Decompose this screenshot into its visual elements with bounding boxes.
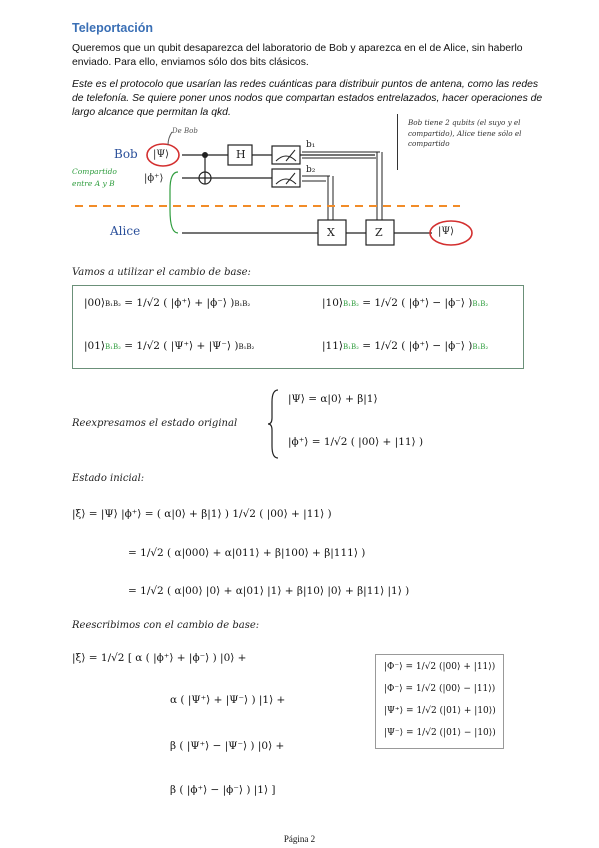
- de-bob-label: De Bob: [172, 127, 198, 135]
- shared-label: Compartido entre A y B: [72, 167, 117, 188]
- reexpress-eq-1-rhs: = α|0⟩ + β|1⟩: [308, 393, 378, 405]
- basis-eq-3-rhs-sub: B₁B₂: [238, 343, 255, 351]
- section-rewrite: Reescribimos con el cambio de base:: [72, 620, 260, 631]
- initial-eq-3: = 1/√2 ( α|00⟩ |0⟩ + α|01⟩ |1⟩ + β|10⟩ |…: [128, 585, 410, 597]
- bob-label: Bob: [114, 147, 138, 161]
- basis-eq-4: |11⟩B₁B₂ = 1/√2 ( |ϕ⁺⟩ − |ϕ⁻⟩ )B₁B₂: [322, 340, 488, 352]
- basis-eq-2-rhs: = 1/√2 ( |ϕ⁺⟩ − |ϕ⁻⟩ ): [362, 297, 473, 309]
- h-gate-label: H: [236, 148, 246, 161]
- bell-state-3: |Ψ⁺⟩ = 1/√2 (|01⟩ + |10⟩): [384, 706, 496, 716]
- rewrite-eq-4: β ( |ϕ⁺⟩ − |ϕ⁻⟩ ) |1⟩ ]: [170, 784, 276, 796]
- basis-eq-4-rhs-sub: B₁B₂: [472, 343, 489, 351]
- bob-alice-note: Bob tiene 2 qubits (el suyo y el compart…: [408, 118, 522, 148]
- basis-eq-1-sub: B₁B₂: [105, 300, 121, 308]
- reexpress-eq-2-ket: |ϕ⁺⟩: [288, 436, 309, 448]
- basis-eq-2: |10⟩B₁B₂ = 1/√2 ( |ϕ⁺⟩ − |ϕ⁻⟩ )B₁B₂: [322, 297, 488, 309]
- rewrite-eq-3: β ( |Ψ⁺⟩ − |Ψ⁻⟩ ) |0⟩ +: [170, 740, 285, 752]
- reexpress-eq-2: |ϕ⁺⟩ = 1/√2 ( |00⟩ + |11⟩ ): [288, 436, 423, 448]
- b1-label: b₁: [306, 140, 316, 150]
- basis-eq-2-rhs-sub: B₁B₂: [472, 300, 489, 308]
- x-gate-label: X: [327, 226, 335, 239]
- rewrite-eq-2: α ( |Ψ⁺⟩ + |Ψ⁻⟩ ) |1⟩ +: [170, 694, 286, 706]
- psi-out-ket: |Ψ⟩: [438, 226, 455, 237]
- basis-eq-2-sub: B₁B₂: [343, 300, 359, 308]
- initial-eq-2: = 1/√2 ( α|000⟩ + α|011⟩ + β|100⟩ + β|11…: [128, 547, 366, 559]
- basis-eq-4-ket: |11⟩: [322, 340, 343, 352]
- initial-eq-1: |ξ⟩ = |Ψ⟩ |ϕ⁺⟩ = ( α|0⟩ + β|1⟩ ) 1/√2 ( …: [72, 508, 332, 520]
- basis-eq-1: |00⟩B₁B₂ = 1/√2 ( |ϕ⁺⟩ + |ϕ⁻⟩ )B₁B₂: [84, 297, 250, 309]
- basis-change-box: [72, 285, 524, 369]
- basis-eq-1-ket: |00⟩: [84, 297, 105, 309]
- basis-eq-3-rhs: = 1/√2 ( |Ψ⁺⟩ + |Ψ⁻⟩ ): [124, 340, 239, 352]
- bell-state-2: |Φ⁻⟩ = 1/√2 (|00⟩ − |11⟩): [384, 684, 496, 694]
- reexpress-eq-1-ket: |Ψ⟩: [288, 393, 305, 405]
- section-reexpress: Reexpresamos el estado original: [72, 418, 238, 429]
- rewrite-eq-1: |ξ⟩ = 1/√2 [ α ( |ϕ⁺⟩ + |ϕ⁻⟩ ) |0⟩ +: [72, 652, 247, 664]
- note-divider: [397, 114, 400, 170]
- basis-eq-3: |01⟩B₁B₂ = 1/√2 ( |Ψ⁺⟩ + |Ψ⁻⟩ )B₁B₂: [84, 340, 254, 352]
- z-gate-label: Z: [375, 226, 383, 239]
- psi-in-ket: |Ψ⟩: [153, 149, 170, 160]
- intro-paragraph: Queremos que un qubit desaparezca del la…: [72, 43, 523, 68]
- basis-eq-1-rhs-sub: B₁B₂: [234, 300, 251, 308]
- teleportation-circuit: [75, 131, 473, 246]
- protocol-paragraph: Este es el protocolo que usarían las red…: [72, 79, 543, 118]
- basis-eq-4-rhs: = 1/√2 ( |ϕ⁺⟩ − |ϕ⁻⟩ ): [362, 340, 473, 352]
- bell-states-box: [375, 654, 504, 749]
- page-number: Página 2: [283, 834, 316, 844]
- bell-state-1: |Φ⁻⟩ = 1/√2 (|00⟩ + |11⟩): [384, 662, 496, 672]
- basis-eq-3-ket: |01⟩: [84, 340, 105, 352]
- b2-label: b₂: [306, 165, 316, 175]
- system-brace: [268, 389, 279, 459]
- section-change-basis: Vamos a utilizar el cambio de base:: [72, 267, 251, 278]
- reexpress-eq-2-rhs: = 1/√2 ( |00⟩ + |11⟩ ): [311, 436, 424, 448]
- alice-label: Alice: [110, 224, 141, 238]
- bell-state-4: |Ψ⁻⟩ = 1/√2 (|01⟩ − |10⟩): [384, 728, 496, 738]
- basis-eq-3-sub: B₁B₂: [105, 343, 121, 351]
- reexpress-eq-1: |Ψ⟩ = α|0⟩ + β|1⟩: [288, 393, 378, 405]
- page-title: Teleportación: [72, 21, 154, 35]
- section-initial-state: Estado inicial:: [72, 473, 145, 484]
- phi-plus-ket: |ϕ⁺⟩: [144, 173, 164, 184]
- basis-eq-4-sub: B₁B₂: [343, 343, 359, 351]
- basis-eq-2-ket: |10⟩: [322, 297, 343, 309]
- basis-eq-1-rhs: = 1/√2 ( |ϕ⁺⟩ + |ϕ⁻⟩ ): [124, 297, 235, 309]
